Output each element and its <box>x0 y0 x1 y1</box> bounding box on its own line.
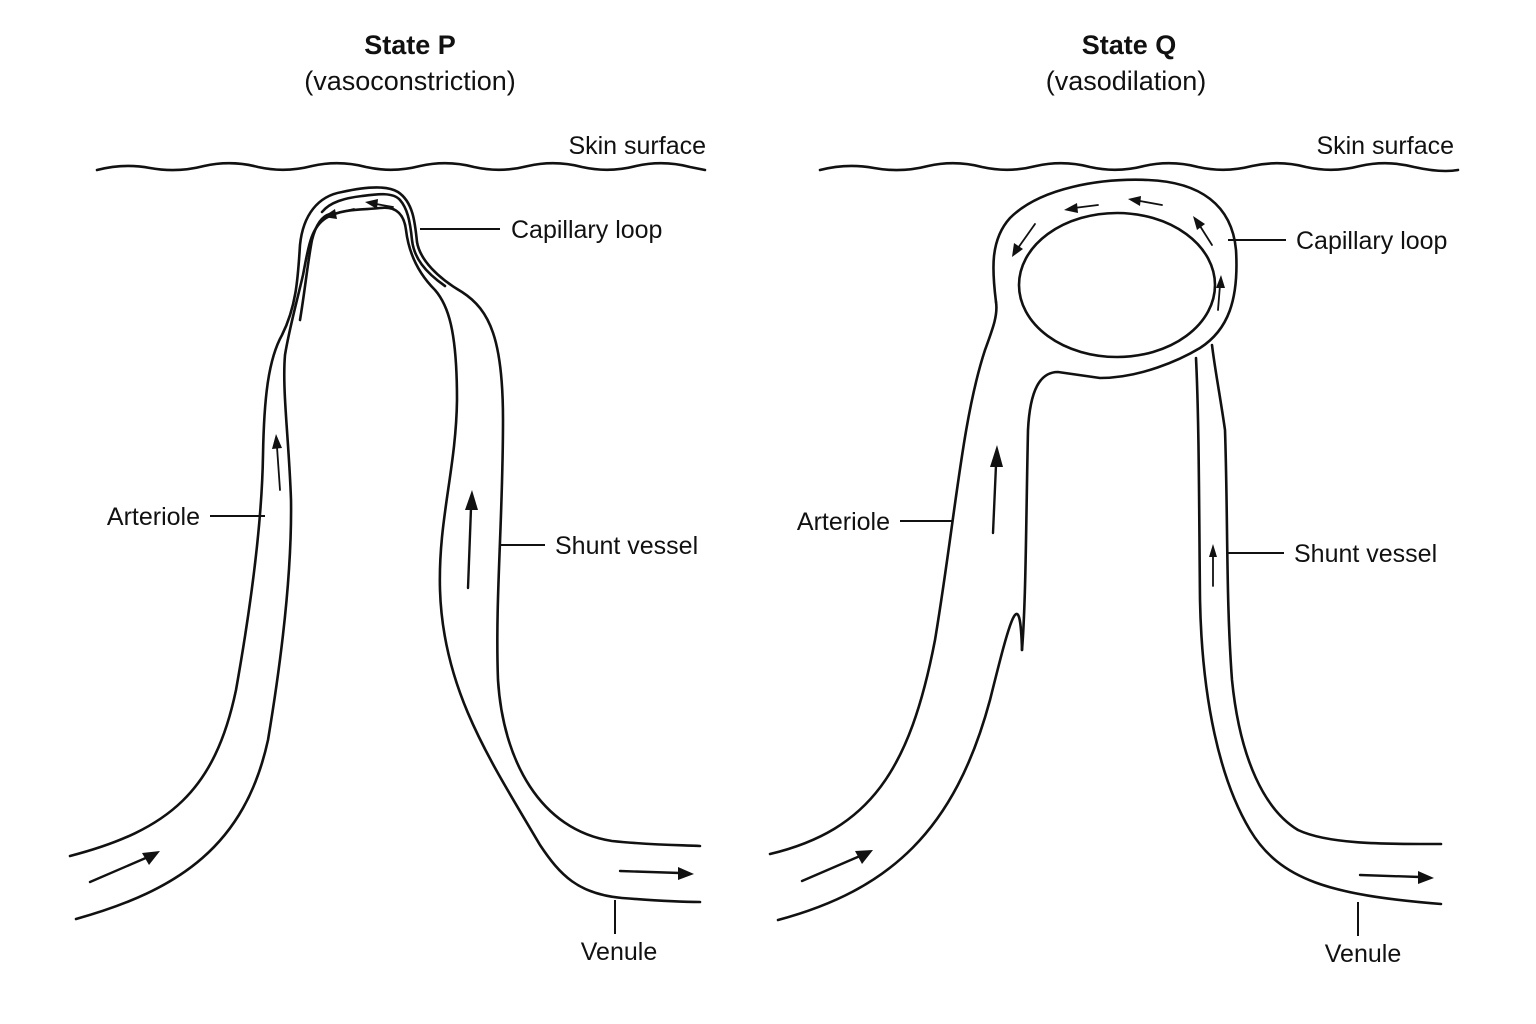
shunt-outer-wall <box>1194 356 1443 906</box>
flow-arrow-loop-top-2 <box>1128 196 1163 206</box>
flow-arrow-loop-right-1 <box>1193 216 1213 246</box>
panel-state-q: State Q (vasodilation) Skin surface <box>768 30 1460 968</box>
shunt-inner-wall <box>1210 343 1443 846</box>
flow-arrow-inflow <box>88 851 160 884</box>
capillary-lumen-inner <box>298 212 332 322</box>
panel-state-p: State P (vasoconstriction) Skin surface <box>68 30 707 966</box>
skin-surface-line <box>818 161 1460 173</box>
capillary-loop-label: Capillary loop <box>1296 227 1447 255</box>
arteriole-label: Arteriole <box>797 508 890 536</box>
flow-arrow-shunt <box>465 490 478 590</box>
venule-label: Venule <box>1325 940 1401 968</box>
flow-arrow-inflow <box>800 850 873 883</box>
skin-surface-label: Skin surface <box>1316 132 1454 160</box>
skin-surface-label: Skin surface <box>568 132 706 160</box>
flow-arrow-loop-left <box>1012 223 1036 257</box>
capillary-loop-label: Capillary loop <box>511 216 662 244</box>
arteriole-inner-wall <box>776 612 1024 922</box>
vessel-inner-wall <box>74 206 702 921</box>
arteriole-label: Arteriole <box>107 503 200 531</box>
capillary-loop-outer-wall <box>992 178 1238 652</box>
flow-arrow-capillary-1 <box>323 208 355 219</box>
flow-arrow-loop-top-1 <box>1064 203 1099 213</box>
flow-arrow-outflow <box>1358 871 1434 884</box>
capillary-lumen-outer <box>320 192 447 288</box>
capillary-loop-inner-wall <box>1017 211 1217 359</box>
panel-subtitle: (vasoconstriction) <box>304 66 516 96</box>
flow-arrow-outflow <box>618 867 694 880</box>
vessel-outer-wall <box>68 186 702 858</box>
panel-title: State P <box>364 30 456 60</box>
flow-arrow-arteriole <box>990 445 1003 535</box>
skin-surface-line <box>95 161 707 172</box>
flow-arrow-shunt <box>1209 544 1217 587</box>
arteriole-outer-wall <box>768 300 998 856</box>
flow-arrow-loop-right-2 <box>1216 275 1225 311</box>
shunt-vessel-label: Shunt vessel <box>1294 540 1437 568</box>
flow-arrow-capillary-2 <box>365 199 394 209</box>
panel-title: State Q <box>1082 30 1177 60</box>
shunt-vessel-label: Shunt vessel <box>555 532 698 560</box>
venule-label: Venule <box>581 938 657 966</box>
flow-arrow-arteriole <box>272 434 282 491</box>
panel-subtitle: (vasodilation) <box>1046 66 1207 96</box>
